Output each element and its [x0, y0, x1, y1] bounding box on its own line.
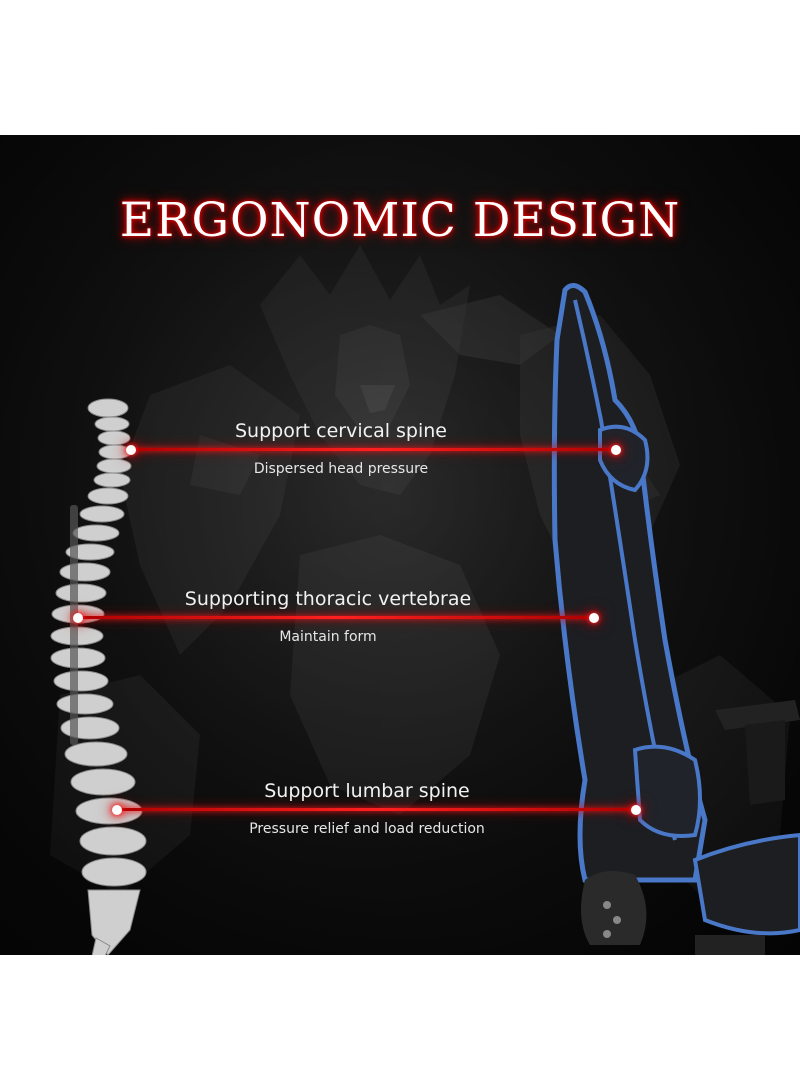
callout-thoracic-sub: Maintain form	[279, 629, 377, 645]
callout-thoracic-dot-left	[73, 613, 83, 623]
callout-lumbar-dot-left	[112, 805, 122, 815]
callout-lumbar-sub: Pressure relief and load reduction	[249, 821, 485, 837]
callout-lumbar-dot-right	[631, 805, 641, 815]
callout-lumbar-label: Support lumbar spine	[264, 780, 470, 802]
gaming-chair-side-view	[551, 283, 800, 955]
callout-lumbar: Support lumbar spine Pressure relief and…	[0, 780, 800, 860]
callout-cervical: Support cervical spine Dispersed head pr…	[0, 420, 800, 500]
spine-illustration	[50, 398, 147, 955]
callout-thoracic-dot-right	[589, 613, 599, 623]
callout-thoracic-line	[78, 616, 594, 619]
ergonomic-design-poster: ERGONOMIC DESIGN	[0, 135, 800, 955]
page-title: ERGONOMIC DESIGN	[119, 193, 681, 248]
callout-thoracic-label: Supporting thoracic vertebrae	[184, 588, 472, 610]
callout-lumbar-line	[117, 808, 636, 811]
callout-cervical-sub: Dispersed head pressure	[253, 461, 429, 477]
callout-cervical-label: Support cervical spine	[235, 420, 447, 442]
callout-thoracic: Supporting thoracic vertebrae Maintain f…	[0, 588, 800, 668]
callout-cervical-dot-right	[611, 445, 621, 455]
callout-cervical-dot-left	[126, 445, 136, 455]
callout-cervical-line	[131, 448, 616, 451]
